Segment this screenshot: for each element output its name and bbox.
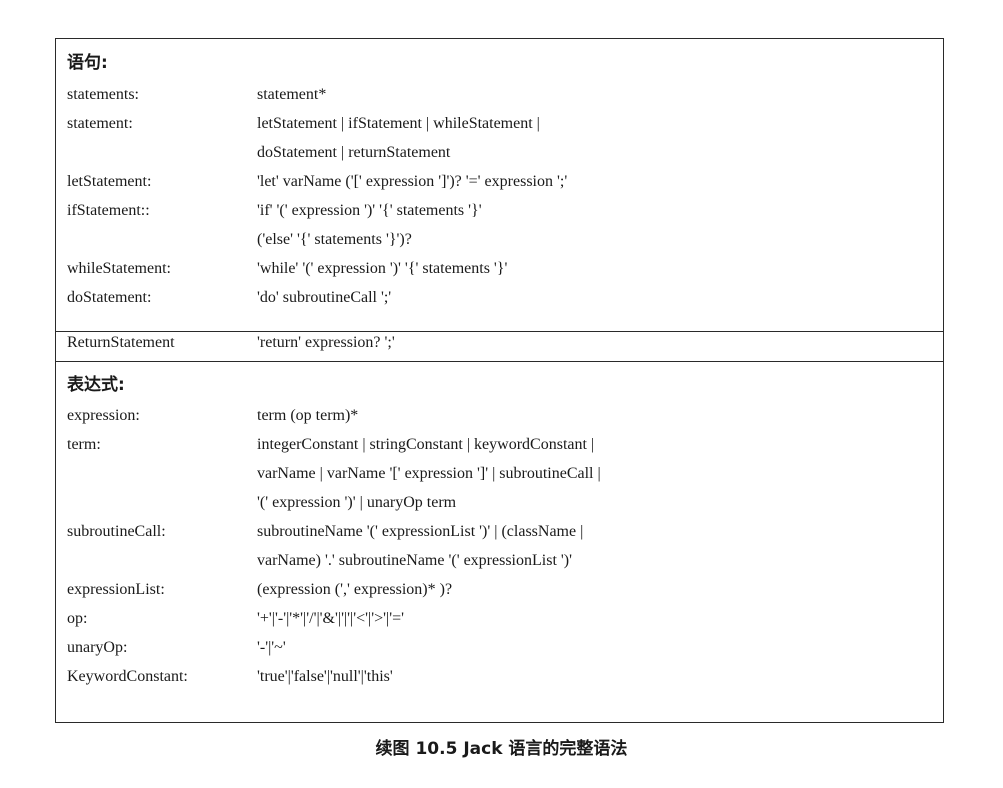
rule-name: op: [67, 610, 88, 627]
rule-definition: 'if' '(' expression ')' '{' statements '… [257, 202, 482, 219]
rule-definition: term (op term)* [257, 407, 359, 424]
rule-definition: varName | varName '[' expression ']' | s… [257, 465, 601, 482]
rule-name: statements: [67, 86, 139, 103]
rule-name: whileStatement: [67, 260, 171, 277]
figure-caption: 续图 10.5 Jack 语言的完整语法 [375, 739, 628, 759]
rule-definition: 'while' '(' expression ')' '{' statement… [257, 260, 508, 277]
grammar-row: ReturnStatement 'return' expression? ';' [56, 334, 943, 362]
section-title: 语句: [67, 53, 108, 73]
row-divider [56, 331, 943, 332]
grammar-row: subroutineCall: subroutineName '(' expre… [56, 523, 943, 551]
rule-name: subroutineCall: [67, 523, 166, 540]
grammar-row: expression: term (op term)* [56, 407, 943, 435]
grammar-row: doStatement | returnStatement [56, 144, 943, 172]
rule-definition: 'true'|'false'|'null'|'this' [257, 668, 393, 685]
rule-definition: ('else' '{' statements '}')? [257, 231, 412, 248]
expressions-section: 表达式: expression: term (op term)* term: i… [56, 361, 943, 723]
grammar-row: '(' expression ')' | unaryOp term [56, 494, 943, 522]
grammar-row: varName) '.' subroutineName '(' expressi… [56, 552, 943, 580]
rule-definition: doStatement | returnStatement [257, 144, 451, 161]
rule-definition: varName) '.' subroutineName '(' expressi… [257, 552, 572, 569]
rule-definition: statement* [257, 86, 327, 103]
rule-definition: 'return' expression? ';' [257, 334, 395, 351]
rule-name: expressionList: [67, 581, 165, 598]
grammar-row: varName | varName '[' expression ']' | s… [56, 465, 943, 493]
rule-definition: integerConstant | stringConstant | keywo… [257, 436, 595, 453]
grammar-table: 语句: statements: statement* statement: le… [55, 38, 944, 723]
grammar-row: statements: statement* [56, 86, 943, 114]
rule-definition: '-'|'~' [257, 639, 286, 656]
rule-name: statement: [67, 115, 133, 132]
section-title: 表达式: [67, 375, 125, 395]
rule-name: term: [67, 436, 101, 453]
rule-definition: subroutineName '(' expressionList ')' | … [257, 523, 584, 540]
rule-name: unaryOp: [67, 639, 128, 656]
grammar-row: letStatement: 'let' varName ('[' express… [56, 173, 943, 201]
grammar-row: ifStatement:: 'if' '(' expression ')' '{… [56, 202, 943, 230]
rule-name: KeywordConstant: [67, 668, 188, 685]
rule-definition: (expression (',' expression)* )? [257, 581, 453, 598]
grammar-row: KeywordConstant: 'true'|'false'|'null'|'… [56, 668, 943, 696]
rule-definition: letStatement | ifStatement | whileStatem… [257, 115, 540, 132]
rule-definition: 'do' subroutineCall ';' [257, 289, 392, 306]
grammar-row: doStatement: 'do' subroutineCall ';' [56, 289, 943, 317]
grammar-row: term: integerConstant | stringConstant |… [56, 436, 943, 464]
rule-name: ReturnStatement [67, 334, 175, 351]
grammar-row: statement: letStatement | ifStatement | … [56, 115, 943, 143]
grammar-row: ('else' '{' statements '}')? [56, 231, 943, 259]
rule-definition: 'let' varName ('[' expression ']')? '=' … [257, 173, 568, 190]
rule-name: doStatement: [67, 289, 152, 306]
grammar-row: whileStatement: 'while' '(' expression '… [56, 260, 943, 288]
rule-name: expression: [67, 407, 140, 424]
grammar-row: op: '+'|'-'|'*'|'/'|'&'|'|'|'<'|'>'|'=' [56, 610, 943, 638]
grammar-row: expressionList: (expression (',' express… [56, 581, 943, 609]
rule-name: ifStatement:: [67, 202, 150, 219]
grammar-row: unaryOp: '-'|'~' [56, 639, 943, 667]
rule-definition: '(' expression ')' | unaryOp term [257, 494, 457, 511]
statements-section: 语句: statements: statement* statement: le… [56, 39, 943, 361]
rule-name: letStatement: [67, 173, 152, 190]
rule-definition: '+'|'-'|'*'|'/'|'&'|'|'|'<'|'>'|'=' [257, 610, 405, 627]
